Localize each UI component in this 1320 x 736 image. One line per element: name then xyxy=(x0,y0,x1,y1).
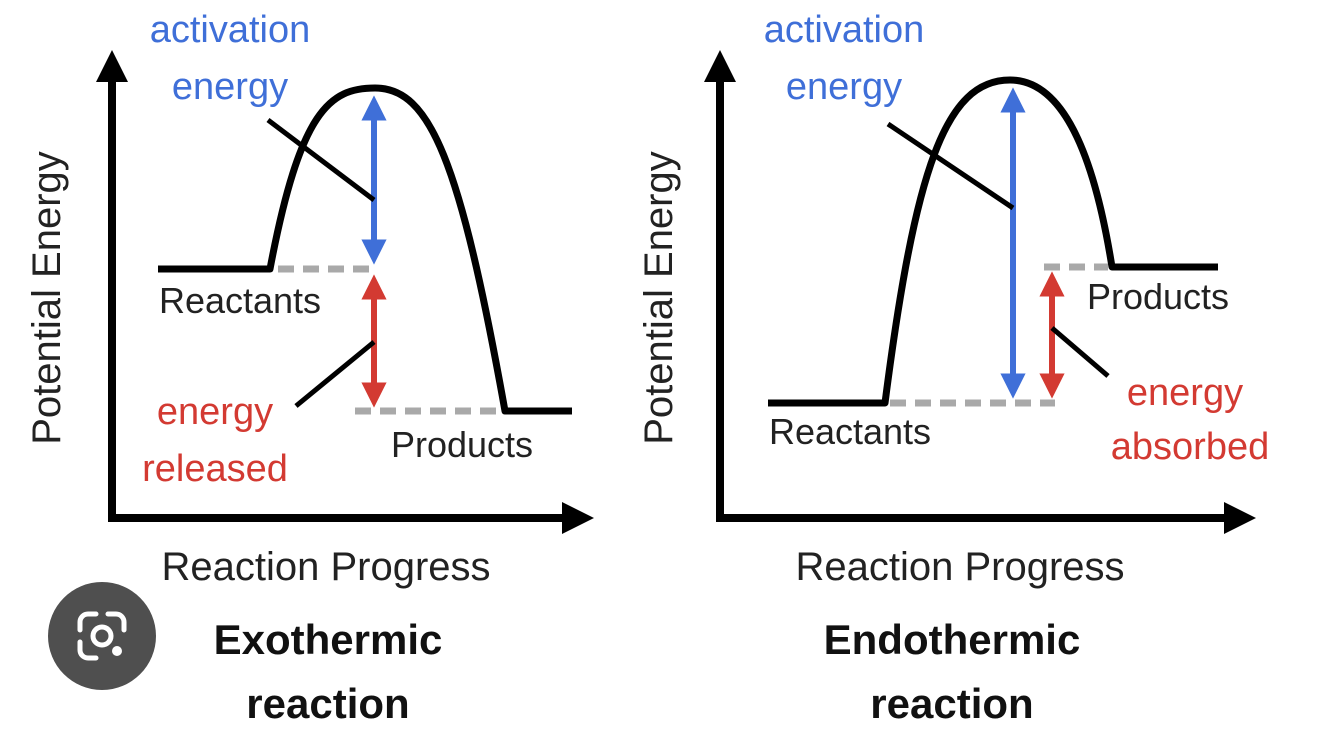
endo-activation-pointer xyxy=(886,121,1015,211)
exo-products-label: Products xyxy=(391,424,533,465)
exo-energy-curve xyxy=(158,84,572,415)
endo-title-line-1: Endothermic xyxy=(824,616,1081,663)
exo-reactants-label: Reactants xyxy=(159,280,321,321)
exo-y-axis-label: Potential Energy xyxy=(25,151,69,445)
endo-activation-label-1: activation xyxy=(764,9,925,51)
endo-reactants-label: Reactants xyxy=(769,411,931,452)
exo-activation-pointer xyxy=(266,118,376,202)
endo-absorbed-label-1: energy xyxy=(1127,372,1243,414)
endo-activation-label-2: energy xyxy=(786,66,902,108)
exo-activation-label-2: energy xyxy=(172,66,288,108)
exo-x-axis-label: Reaction Progress xyxy=(161,545,490,589)
exo-released-pointer xyxy=(294,340,376,408)
endo-y-axis-label: Potential Energy xyxy=(637,151,681,445)
endo-absorbed-pointer xyxy=(1050,326,1110,378)
endo-x-axis-label: Reaction Progress xyxy=(795,545,1124,589)
endo-products-label: Products xyxy=(1087,276,1229,317)
exo-released-label-2: released xyxy=(142,448,288,490)
google-lens-icon xyxy=(77,611,127,661)
exo-title-line-2: reaction xyxy=(246,680,409,727)
endothermic-diagram: Potential Energy activation energy Produ… xyxy=(637,9,1269,727)
endo-energy-curve xyxy=(768,76,1218,407)
exo-activation-label-1: activation xyxy=(150,9,311,51)
exothermic-diagram: Potential Energy activation energy React… xyxy=(25,9,594,727)
google-lens-button[interactable] xyxy=(48,582,156,690)
endo-title-line-2: reaction xyxy=(870,680,1033,727)
exo-released-label-1: energy xyxy=(157,391,273,433)
exo-title-line-1: Exothermic xyxy=(214,616,443,663)
endo-absorbed-label-2: absorbed xyxy=(1111,426,1269,468)
